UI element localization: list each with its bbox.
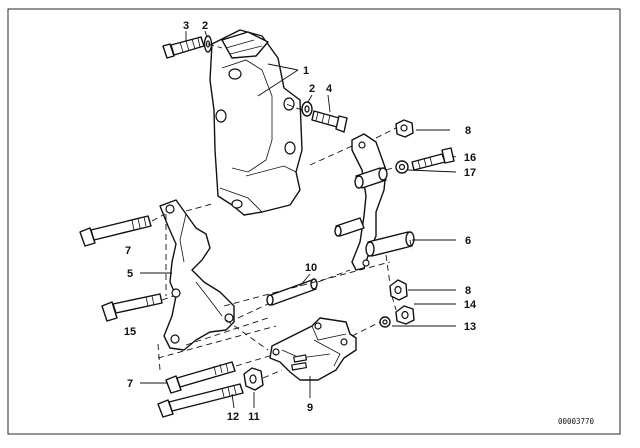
washer-2-right [301, 101, 313, 117]
reference-code: 00003770 [558, 417, 595, 426]
callout-9: 9 [307, 402, 313, 414]
bolt-7-upper [79, 215, 152, 247]
callout-8-lower: 8 [465, 285, 471, 297]
callout-8-top: 8 [465, 125, 471, 137]
callout-10: 10 [305, 262, 317, 274]
leader-lines [140, 30, 457, 409]
callout-11: 11 [248, 411, 260, 423]
callout-15: 15 [124, 326, 136, 338]
bolt-16 [411, 147, 455, 171]
callout-7-upper: 7 [125, 245, 131, 257]
bolt-12 [157, 383, 244, 418]
callout-5: 5 [127, 268, 133, 280]
nut-8-top [395, 119, 414, 138]
pin-10 [266, 278, 318, 306]
callout-17: 17 [464, 167, 476, 179]
washer-13 [379, 316, 391, 328]
callout-13: 13 [464, 321, 476, 333]
callout-16: 16 [464, 152, 476, 164]
bracket-6 [334, 133, 415, 271]
callout-2-right: 2 [309, 83, 315, 95]
callout-7-lower: 7 [127, 378, 133, 390]
nut-11 [243, 367, 264, 391]
bolt-3 [162, 36, 205, 59]
bolt-4 [311, 110, 348, 133]
nut-14 [395, 305, 415, 325]
washer-17 [395, 160, 409, 174]
callout-6: 6 [465, 235, 471, 247]
callout-1: 1 [303, 65, 309, 77]
bolt-7-lower [165, 361, 236, 394]
bracket-5 [159, 199, 235, 351]
assembly-lines [151, 43, 413, 379]
callout-4: 4 [326, 83, 333, 95]
diagram-frame [7, 8, 621, 435]
callout-12: 12 [227, 411, 239, 423]
callout-14: 14 [464, 299, 477, 311]
callout-2-top: 2 [202, 20, 208, 32]
bracket-9 [269, 317, 357, 381]
main-bracket [209, 29, 303, 216]
callout-labels: 3 2 1 2 4 8 16 17 6 7 5 10 8 14 15 13 7 … [124, 20, 477, 423]
bolt-15 [101, 293, 163, 322]
nut-8-lower [389, 279, 408, 301]
callout-3: 3 [183, 20, 189, 32]
